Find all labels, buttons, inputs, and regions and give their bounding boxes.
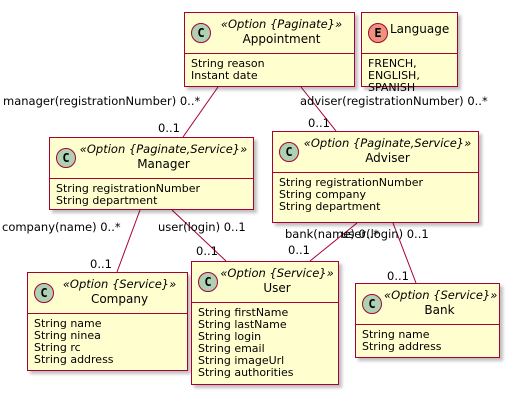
class-user: C «Option {Service}» User String firstNa… [191,261,339,385]
class-stereotype: «Option {Paginate}» [220,17,343,31]
class-name: Bank [424,303,455,317]
role-label-adviser: adviser(registrationNumber) 0..* [300,94,488,108]
class-attribute: String address [362,340,442,353]
class-attribute: String authorities [198,366,294,379]
class-attributes: String firstName String lastName String … [192,303,338,379]
class-c-icon: C [198,272,218,292]
class-name: Appointment [242,32,321,46]
class-stereotype: «Option {Service}» [220,266,334,280]
class-attribute: String firstName [198,306,289,319]
role-label-bank: bank(name) 0..* [285,227,379,241]
enum-values: FRENCH, ENGLISH, SPANISH [362,54,457,94]
class-name: Language [390,22,450,36]
class-attribute: String registrationNumber [56,182,200,195]
class-stereotype: «Option {Service}» [62,277,177,291]
class-titles: «Option {Service}» Company [56,277,183,307]
role-label-company: company(name) 0..* [2,220,121,234]
class-stereotype: «Option {Paginate,Service}» [79,142,248,156]
class-header: C «Option {Service}» User [192,262,338,303]
class-attribute: String name [362,328,430,341]
class-header: E Language [362,13,457,54]
class-attributes: String name String ninea String rc Strin… [28,314,187,366]
enum-value: ENGLISH, [368,69,420,82]
class-bank: C «Option {Service}» Bank String name St… [355,283,500,358]
enum-language: E Language FRENCH, ENGLISH, SPANISH [361,12,458,94]
class-header: C «Option {Paginate,Service}» Manager [50,138,253,179]
enum-value: SPANISH [368,81,416,94]
multiplicity-label: 0..1 [196,244,218,258]
class-titles: Language [390,13,453,45]
class-attribute: String department [56,194,158,207]
class-header: C «Option {Paginate,Service}» Adviser [273,132,478,173]
class-appointment: C «Option {Paginate}» Appointment String… [184,12,355,87]
edge-appointment-adviser [300,86,337,132]
class-name: Manager [137,157,190,171]
role-label-user: user(login) 0..1 [158,220,246,234]
class-attribute: String login [198,330,262,343]
class-c-icon: C [362,294,382,314]
class-titles: «Option {Service}» Bank [384,288,498,318]
class-titles: «Option {Service}» User [220,266,334,296]
role-label-user: user(login) 0..1 [341,227,429,241]
edge-appointment-manager [182,86,219,138]
class-adviser: C «Option {Paginate,Service}» Adviser St… [272,131,479,223]
class-titles: «Option {Paginate}» Appointment [213,17,350,47]
class-stereotype: «Option {Paginate,Service}» [303,136,472,150]
class-attribute: String department [279,200,381,213]
enum-e-icon: E [368,23,388,43]
class-titles: «Option {Paginate,Service}» Adviser [301,136,474,166]
class-c-icon: C [191,23,211,43]
class-attribute: String email [198,342,265,355]
class-header: C «Option {Service}» Company [28,273,187,314]
edge-adviser-user [309,222,358,262]
class-c-icon: C [56,148,76,168]
class-c-icon: C [34,283,54,303]
multiplicity-label: 0..1 [387,269,409,283]
role-label-manager: manager(registrationNumber) 0..* [3,94,201,108]
class-attribute: String imageUrl [198,354,285,367]
class-header: C «Option {Service}» Bank [356,284,499,325]
class-attribute: String address [34,353,114,366]
class-attribute: String company [279,188,367,201]
enum-value: FRENCH, [368,57,417,70]
class-manager: C «Option {Paginate,Service}» Manager St… [49,137,254,210]
class-header: C «Option {Paginate}» Appointment [185,13,354,54]
class-company: C «Option {Service}» Company String name… [27,272,188,371]
multiplicity-label: 0..1 [308,116,330,130]
class-attribute: String registrationNumber [279,176,423,189]
edge-adviser-bank [392,222,417,284]
class-attribute: Instant date [191,69,258,82]
class-name: User [263,281,291,295]
multiplicity-label: 0..1 [158,121,180,135]
class-attribute: String ninea [34,329,101,342]
edge-manager-user [171,209,227,262]
class-titles: «Option {Paginate,Service}» Manager [78,142,249,172]
class-attribute: String lastName [198,318,287,331]
class-attribute: String rc [34,341,81,354]
class-attribute: String name [34,317,102,330]
edge-manager-company [116,209,141,273]
multiplicity-label: 0..1 [288,243,310,257]
class-attributes: String name String address [356,325,499,353]
class-attributes: String registrationNumber String departm… [50,179,253,207]
class-name: Company [90,292,149,306]
class-c-icon: C [279,142,299,162]
class-name: Adviser [365,151,410,165]
class-attribute: String reason [191,57,265,70]
class-attributes: String reason Instant date [185,54,354,82]
class-stereotype: «Option {Service}» [384,288,498,302]
class-attributes: String registrationNumber String company… [273,173,478,213]
multiplicity-label: 0..1 [90,257,112,271]
